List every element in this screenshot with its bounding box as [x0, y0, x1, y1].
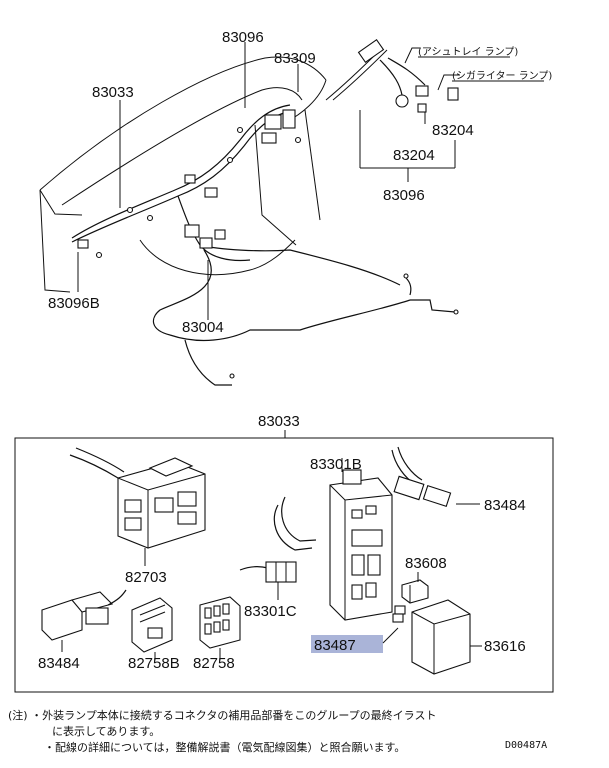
label-83301b: 83301B — [310, 456, 362, 473]
label-83484-right: 83484 — [484, 497, 526, 514]
label-83616: 83616 — [484, 638, 526, 655]
connector-83484-left — [41, 589, 127, 652]
control-unit-83616 — [411, 599, 482, 675]
label-83301c: 83301C — [244, 603, 297, 620]
leaders-upper — [77, 42, 299, 320]
label-83096b: 83096B — [48, 295, 100, 312]
junction-connector-82703 — [69, 447, 206, 566]
dashboard-outline — [39, 56, 327, 293]
note-line-2: に表示してあります。 — [52, 725, 161, 738]
note-line-3: ・配線の詳細については，整備解説書（電気配線図集）と照合願います。 — [44, 741, 406, 754]
label-83608: 83608 — [405, 555, 447, 572]
label-82758b: 82758B — [128, 655, 180, 672]
fuse-box-83301b — [273, 458, 393, 621]
label-83033-box: 83033 — [258, 413, 300, 430]
connector-82758b — [131, 597, 173, 660]
label-82703: 82703 — [125, 569, 167, 586]
drawing-code: D00487A — [505, 740, 548, 751]
label-83096-right: 83096 — [383, 187, 425, 204]
footnotes: (注) ・外装ランプ本体に接続するコネクタの補用品部番をこのグループの最終イラス… — [8, 708, 488, 756]
lamp-subassembly — [325, 39, 460, 182]
connector-83301c — [239, 561, 297, 600]
main-harness — [71, 104, 459, 386]
connector-83484-right — [391, 446, 480, 508]
note-prefix: (注) — [8, 709, 28, 722]
label-83484-left: 83484 — [38, 655, 80, 672]
callout-ashtray-lamp: (アシュトレイ ランプ) — [418, 46, 518, 58]
label-83004: 83004 — [182, 319, 224, 336]
relay-83608 — [392, 572, 429, 623]
label-83096-top: 83096 — [222, 29, 264, 46]
label-82758: 82758 — [193, 655, 235, 672]
highlight-83487 — [311, 635, 383, 653]
connector-82758 — [199, 596, 241, 660]
label-83033-top: 83033 — [92, 84, 134, 101]
detail-box — [14, 437, 554, 693]
label-83204-a: 83204 — [432, 122, 474, 139]
label-83487: 83487 — [314, 637, 356, 654]
callout-cigar-lamp: (シガライター ランプ) — [452, 70, 552, 82]
label-83309: 83309 — [274, 50, 316, 67]
note-line-1: ・外装ランプ本体に接続するコネクタの補用品部番をこのグループの最終イラスト — [31, 709, 437, 722]
label-83204-b: 83204 — [393, 147, 435, 164]
